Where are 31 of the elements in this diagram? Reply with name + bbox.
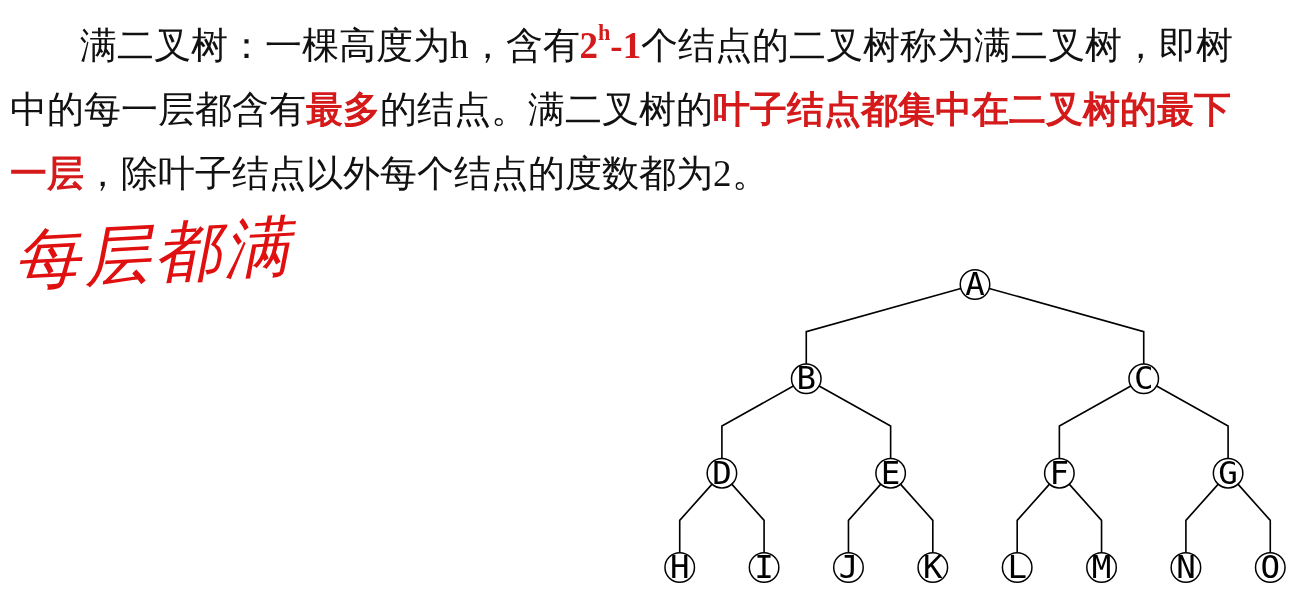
node-circle bbox=[875, 457, 907, 489]
connector bbox=[1058, 385, 1132, 460]
connector bbox=[847, 483, 882, 554]
node-circle bbox=[790, 363, 822, 395]
connector bbox=[818, 385, 892, 460]
node-circle bbox=[1212, 457, 1244, 489]
node-circle bbox=[917, 552, 949, 583]
node-circle bbox=[706, 457, 738, 489]
connector bbox=[1155, 385, 1229, 460]
connector bbox=[730, 483, 765, 554]
connector bbox=[1016, 483, 1051, 554]
node-circle bbox=[832, 552, 864, 583]
node-circle bbox=[1128, 363, 1160, 395]
node-circle bbox=[1043, 457, 1075, 489]
connector bbox=[1237, 483, 1272, 554]
node-circle bbox=[664, 552, 696, 583]
connector bbox=[899, 483, 934, 554]
node-circle bbox=[748, 552, 780, 583]
handwritten-note: 每层都满 bbox=[12, 206, 296, 302]
node-circle bbox=[959, 269, 991, 300]
connector bbox=[678, 483, 713, 554]
connector bbox=[988, 287, 1145, 365]
node-circle bbox=[1086, 552, 1118, 583]
binary-tree-diagram: A B C D E F G H I J K L M N O bbox=[655, 248, 1295, 604]
node-circle bbox=[1170, 552, 1202, 583]
paragraph-text: 满二叉树：一棵高度为h，含有2$^{h}$-1个结点的二叉树称为满二叉树，即树中的每一层都含有最多的结点。满二叉树的叶子结点都集中在二叉树的最下一层，除叶子结点以外每个结点的度数都为2。 bbox=[10, 19, 1235, 196]
node-circle bbox=[1001, 552, 1033, 583]
node-circle bbox=[1254, 552, 1286, 583]
connector bbox=[721, 385, 795, 460]
connector bbox=[1068, 483, 1103, 554]
connector bbox=[1185, 483, 1220, 554]
